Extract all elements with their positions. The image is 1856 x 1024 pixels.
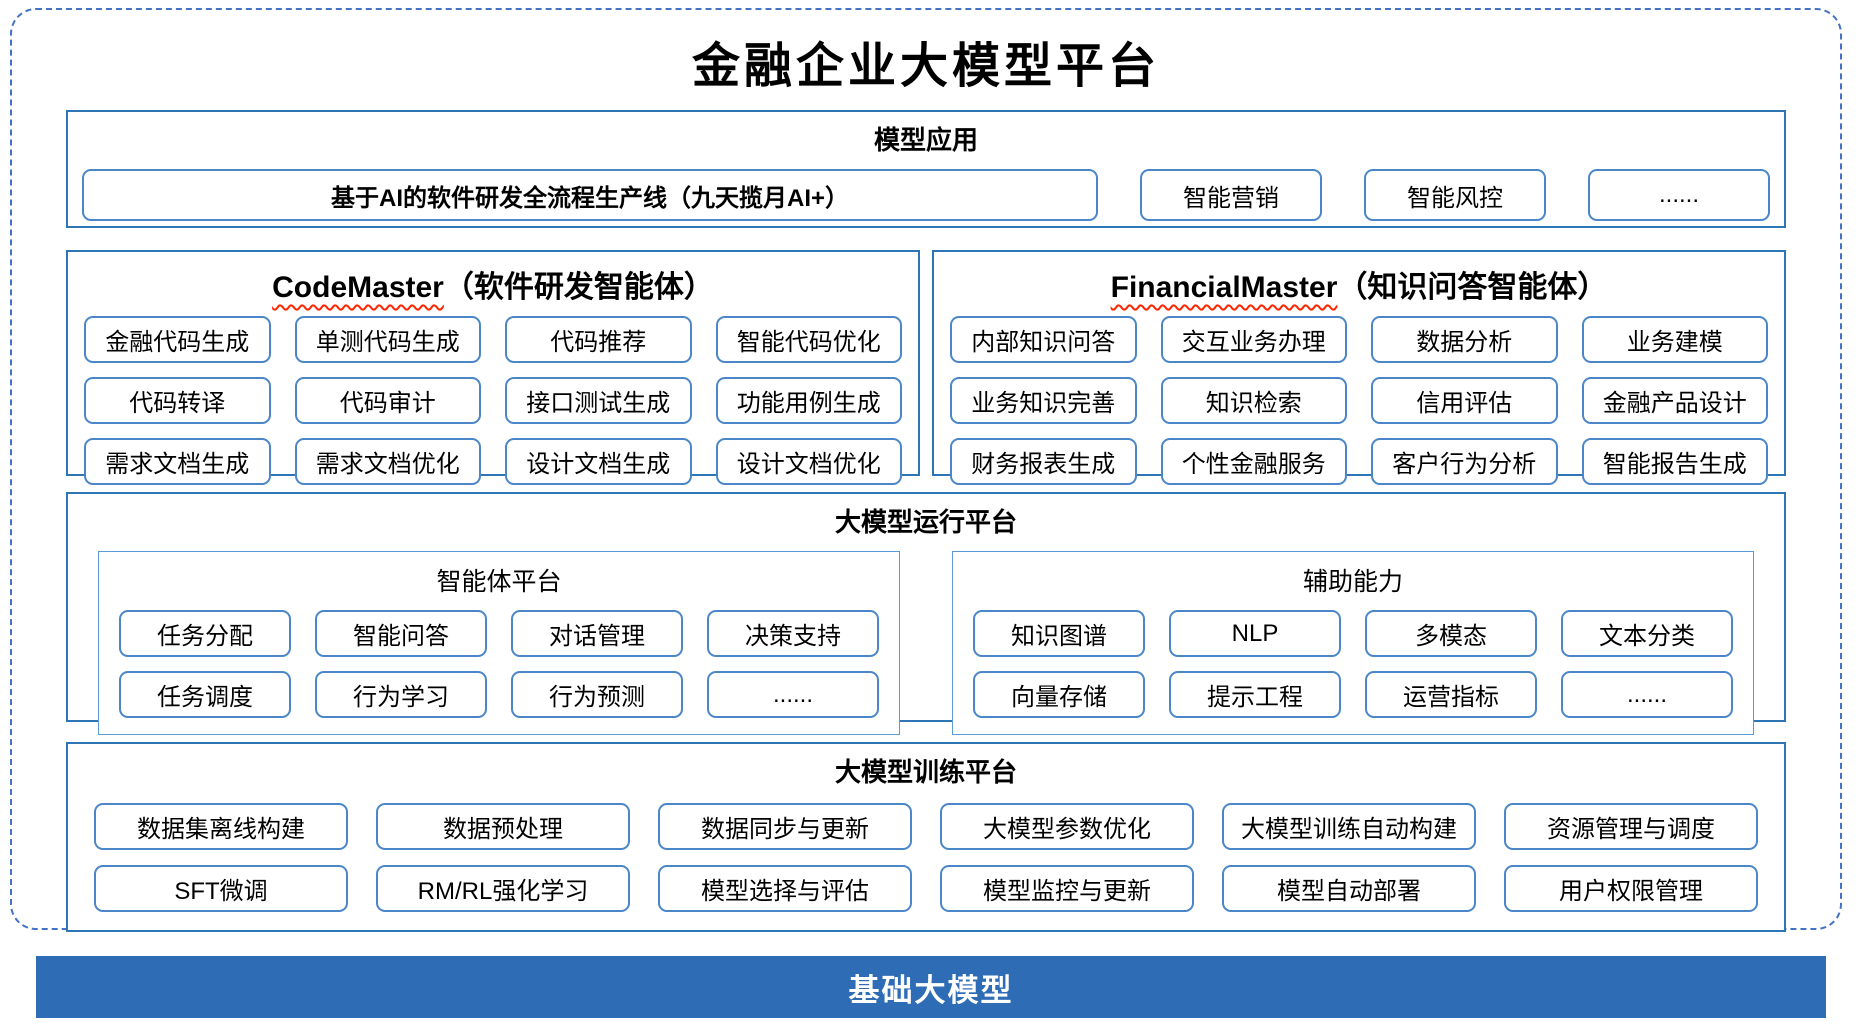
training-platform-header: 大模型训练平台	[834, 757, 1017, 787]
foundation-model-label: 基础大模型	[848, 972, 1014, 1008]
code-master-item: 金融代码生成	[84, 316, 271, 363]
financial-master-item: 智能报告生成	[1581, 438, 1768, 485]
code-master-item: 智能代码优化	[715, 316, 902, 363]
training-platform-grid: 数据集离线构建 数据预处理 数据同步与更新 大模型参数优化 大模型训练自动构建 …	[68, 789, 1784, 912]
financial-master-item: 知识检索	[1160, 377, 1347, 424]
training-platform-item: 数据集离线构建	[94, 803, 348, 850]
auxiliary-title: 辅助能力	[1302, 568, 1403, 596]
section-code-master: CodeMaster（软件研发智能体） 金融代码生成 单测代码生成 代码推荐 智…	[66, 250, 920, 485]
sub-section-auxiliary: 辅助能力 知识图谱 NLP 多模态 文本分类 向量存储 提示工程 运营指标 ..…	[952, 551, 1754, 735]
model-application-item: ......	[1588, 169, 1770, 221]
foundation-model-bar: 基础大模型	[36, 956, 1826, 1018]
agent-platform-item: 任务调度	[119, 671, 291, 718]
page-title: 金融企业大模型平台	[691, 38, 1160, 94]
code-master-title-en: CodeMaster	[272, 271, 444, 304]
financial-master-item: 财务报表生成	[950, 438, 1137, 485]
code-master-item: 功能用例生成	[715, 377, 902, 424]
agent-platform-grid: 任务分配 智能问答 对话管理 决策支持 任务调度 行为学习 行为预测 .....…	[119, 610, 879, 718]
runtime-platform-row: 智能体平台 任务分配 智能问答 对话管理 决策支持 任务调度 行为学习 行为预测…	[68, 539, 1784, 735]
financial-master-item: 个性金融服务	[1160, 438, 1347, 485]
code-master-grid: 金融代码生成 单测代码生成 代码推荐 智能代码优化 代码转译 代码审计 接口测试…	[84, 316, 902, 485]
code-master-item: 需求文档优化	[294, 438, 481, 485]
code-master-item: 设计文档生成	[505, 438, 692, 485]
auxiliary-grid: 知识图谱 NLP 多模态 文本分类 向量存储 提示工程 运营指标 ......	[973, 610, 1733, 718]
auxiliary-item: 多模态	[1365, 610, 1537, 657]
platform-outer-frame: 金融企业大模型平台 模型应用 基于AI的软件研发全流程生产线（九天揽月AI+） …	[10, 8, 1842, 932]
agent-platform-item: 智能问答	[315, 610, 487, 657]
code-master-item: 需求文档生成	[84, 438, 271, 485]
auxiliary-item: ......	[1561, 671, 1733, 718]
agent-platform-item: 对话管理	[511, 610, 683, 657]
financial-master-item: 业务建模	[1581, 316, 1768, 363]
auxiliary-item: 文本分类	[1561, 610, 1733, 657]
financial-master-item: 内部知识问答	[950, 316, 1137, 363]
financial-master-title-zh: （知识问答智能体）	[1337, 271, 1608, 304]
agent-platform-item: 任务分配	[119, 610, 291, 657]
code-master-item: 代码推荐	[505, 316, 692, 363]
model-application-row: 基于AI的软件研发全流程生产线（九天揽月AI+） 智能营销 智能风控 .....…	[68, 169, 1784, 221]
model-application-main-item: 基于AI的软件研发全流程生产线（九天揽月AI+）	[82, 169, 1098, 221]
training-platform-item: 大模型参数优化	[940, 803, 1194, 850]
section-financial-master: FinancialMaster（知识问答智能体） 内部知识问答 交互业务办理 数…	[932, 250, 1786, 485]
model-application-item: 智能营销	[1140, 169, 1322, 221]
code-master-item: 代码转译	[84, 377, 271, 424]
training-platform-item: 数据预处理	[376, 803, 630, 850]
agent-platform-item: 行为学习	[315, 671, 487, 718]
code-master-item: 代码审计	[294, 377, 481, 424]
code-master-title: CodeMaster（软件研发智能体）	[84, 262, 902, 306]
training-platform-item: 数据同步与更新	[658, 803, 912, 850]
agent-platform-item: ......	[707, 671, 879, 718]
training-platform-item: SFT微调	[94, 865, 348, 912]
financial-master-item: 交互业务办理	[1160, 316, 1347, 363]
model-application-header: 模型应用	[873, 125, 978, 155]
auxiliary-item: 提示工程	[1169, 671, 1341, 718]
code-master-item: 接口测试生成	[505, 377, 692, 424]
agent-platform-item: 决策支持	[707, 610, 879, 657]
financial-master-grid: 内部知识问答 交互业务办理 数据分析 业务建模 业务知识完善 知识检索 信用评估…	[950, 316, 1768, 485]
code-master-item: 设计文档优化	[715, 438, 902, 485]
financial-master-title: FinancialMaster（知识问答智能体）	[950, 262, 1768, 306]
financial-master-item: 金融产品设计	[1581, 377, 1768, 424]
runtime-platform-header: 大模型运行平台	[834, 507, 1017, 537]
training-platform-item: 模型自动部署	[1222, 865, 1476, 912]
financial-master-item: 业务知识完善	[950, 377, 1137, 424]
training-platform-item: RM/RL强化学习	[376, 865, 630, 912]
section-training-platform: 大模型训练平台 数据集离线构建 数据预处理 数据同步与更新 大模型参数优化 大模…	[66, 742, 1786, 932]
auxiliary-item: 向量存储	[973, 671, 1145, 718]
auxiliary-item: 运营指标	[1365, 671, 1537, 718]
financial-master-title-en: FinancialMaster	[1110, 271, 1338, 304]
agent-platform-title: 智能体平台	[436, 568, 562, 596]
agent-platform-item: 行为预测	[511, 671, 683, 718]
training-platform-item: 大模型训练自动构建	[1222, 803, 1476, 850]
financial-master-item: 客户行为分析	[1371, 438, 1558, 485]
section-runtime-platform: 大模型运行平台 智能体平台 任务分配 智能问答 对话管理 决策支持 任务调度 行…	[66, 492, 1786, 735]
code-master-title-zh: （软件研发智能体）	[443, 271, 714, 304]
financial-master-item: 数据分析	[1371, 316, 1558, 363]
section-agents-row: CodeMaster（软件研发智能体） 金融代码生成 单测代码生成 代码推荐 智…	[66, 250, 1786, 485]
training-platform-item: 资源管理与调度	[1504, 803, 1758, 850]
financial-master-item: 信用评估	[1371, 377, 1558, 424]
sub-section-agent-platform: 智能体平台 任务分配 智能问答 对话管理 决策支持 任务调度 行为学习 行为预测…	[98, 551, 900, 735]
training-platform-item: 用户权限管理	[1504, 865, 1758, 912]
auxiliary-item: NLP	[1169, 610, 1341, 657]
training-platform-item: 模型选择与评估	[658, 865, 912, 912]
model-application-item: 智能风控	[1364, 169, 1546, 221]
section-model-application: 模型应用 基于AI的软件研发全流程生产线（九天揽月AI+） 智能营销 智能风控 …	[66, 110, 1786, 228]
code-master-item: 单测代码生成	[294, 316, 481, 363]
auxiliary-item: 知识图谱	[973, 610, 1145, 657]
training-platform-item: 模型监控与更新	[940, 865, 1194, 912]
